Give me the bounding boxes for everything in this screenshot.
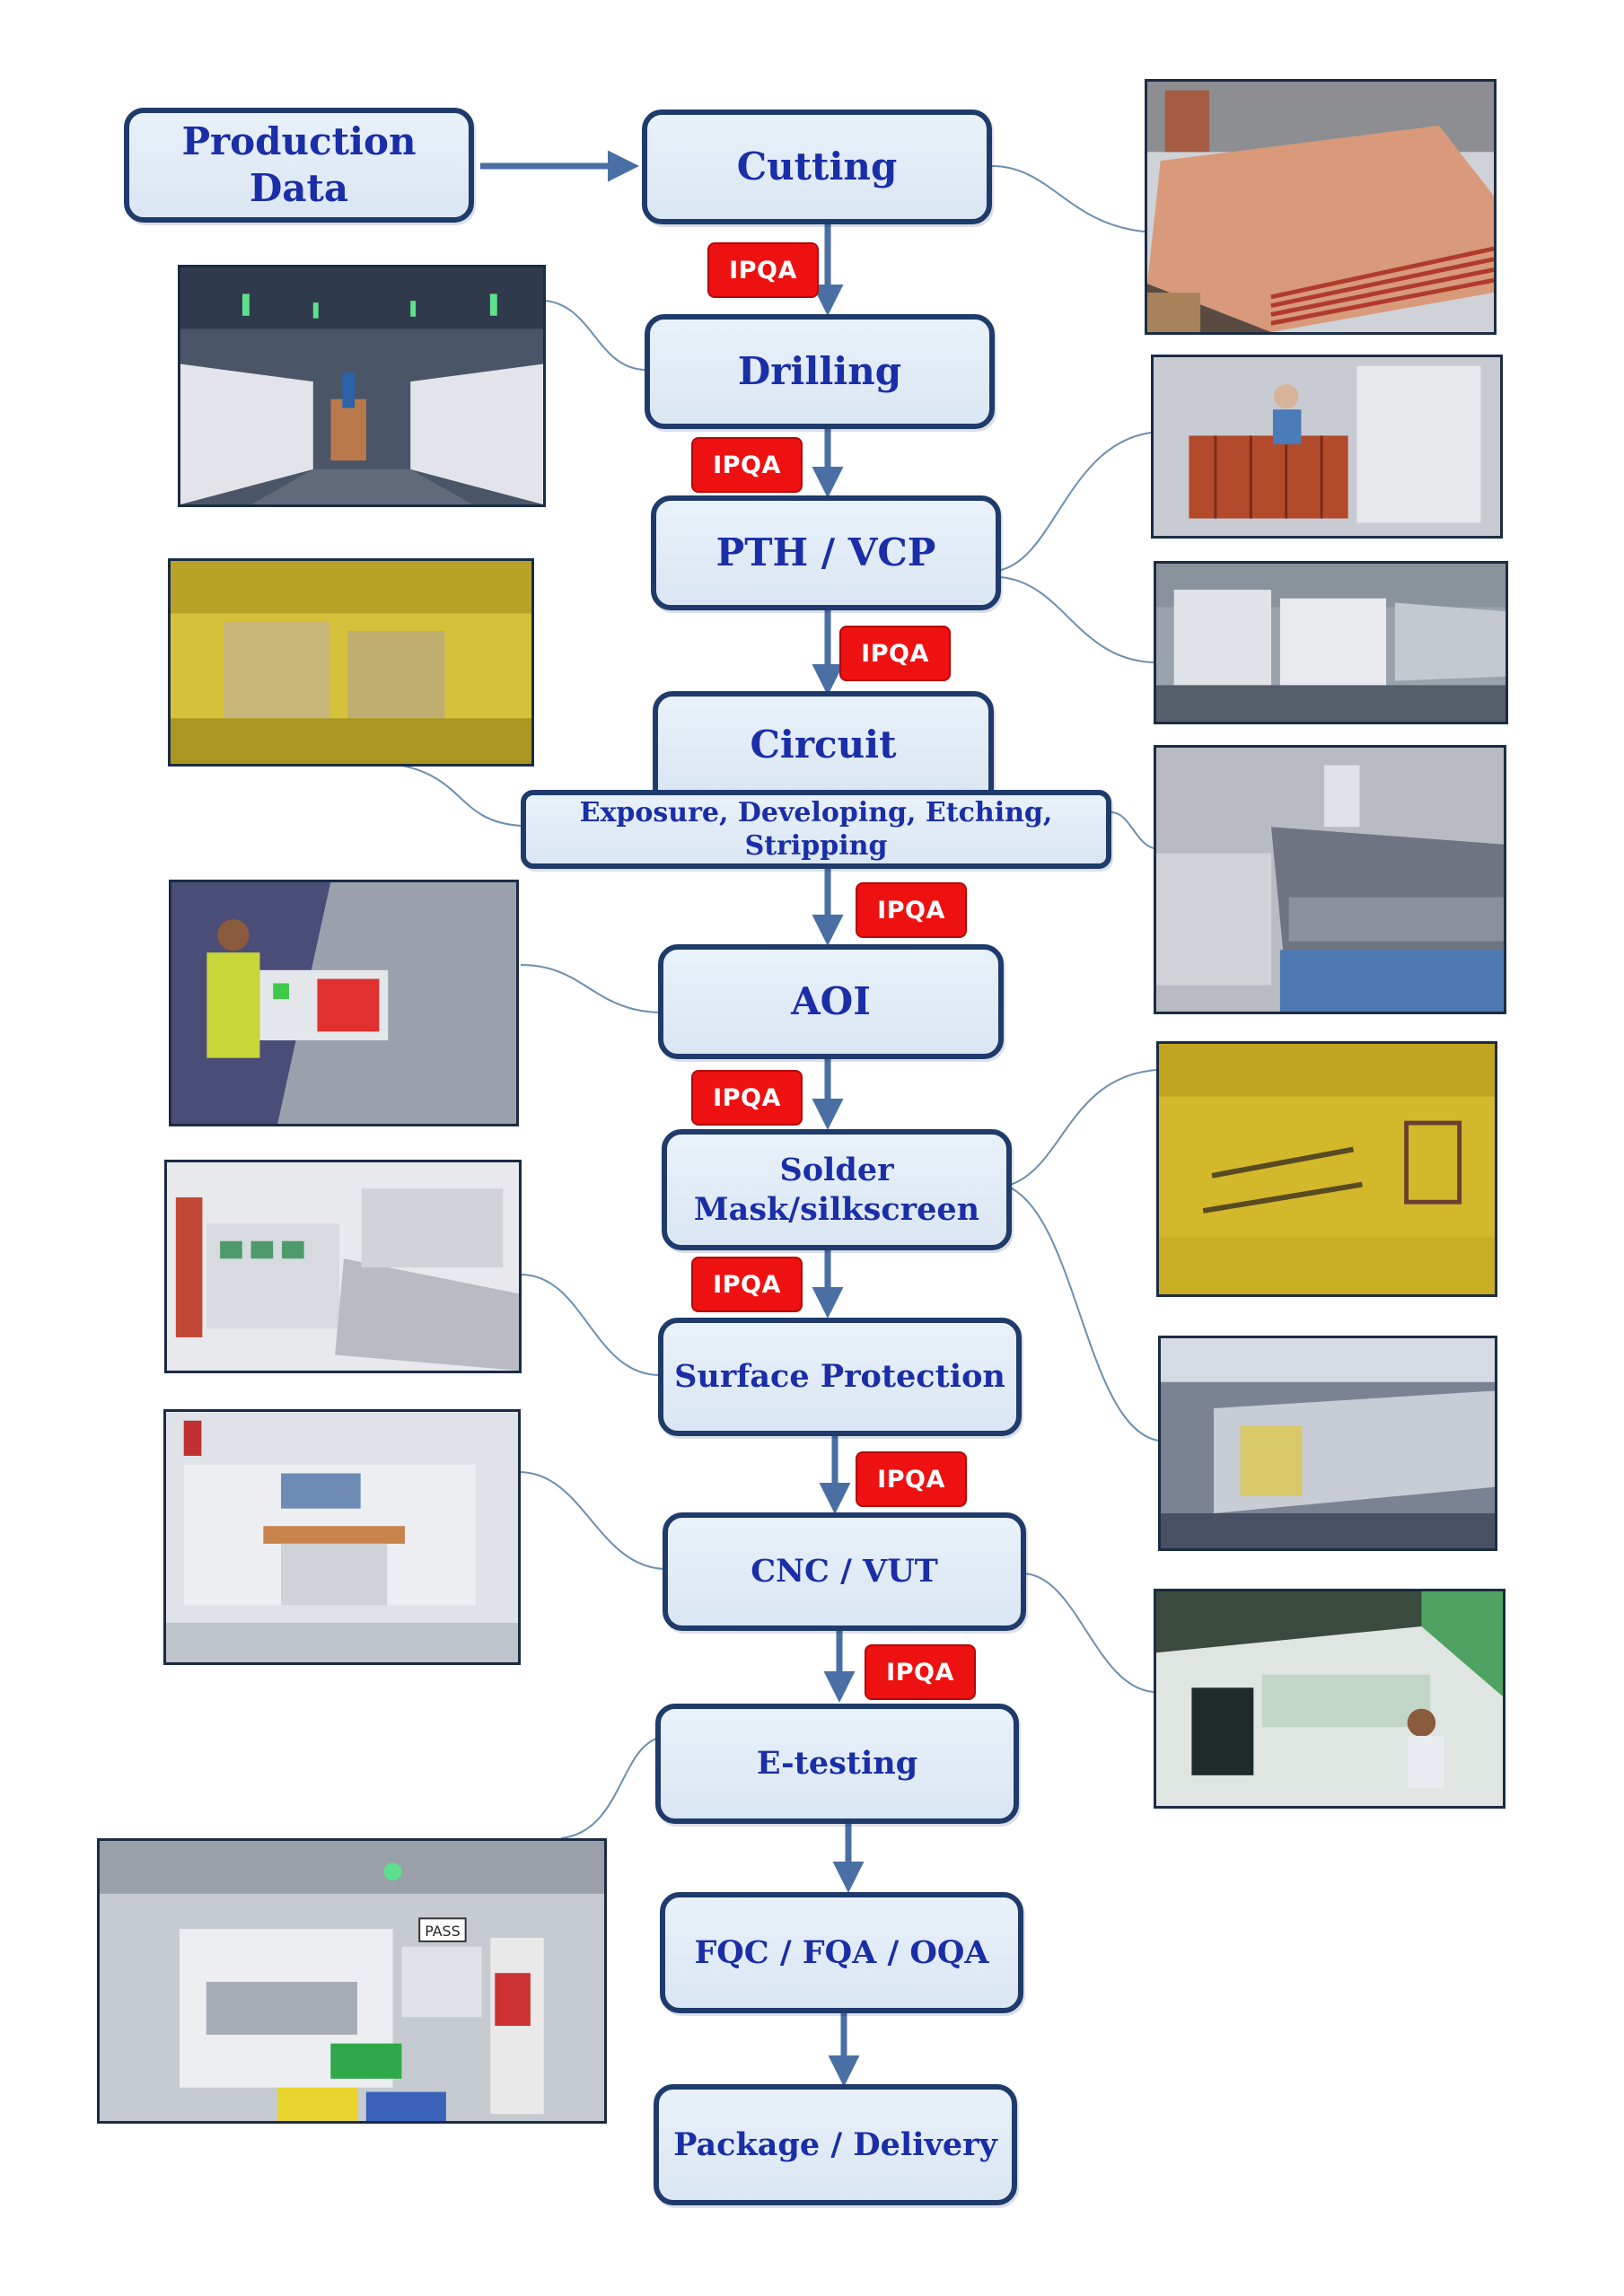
ipqa-badge: IPQA bbox=[856, 1451, 967, 1507]
step-cutting: Cutting bbox=[642, 110, 992, 224]
step-surface-protection-label: Surface Protection bbox=[674, 1358, 1005, 1396]
connector-cnc-right-photo bbox=[1023, 1573, 1154, 1693]
step-circuit-label: Circuit bbox=[750, 722, 897, 767]
step-circuit-sub: Exposure, Developing, Etching, Stripping bbox=[521, 790, 1111, 869]
photo-solder-mask-room bbox=[1156, 1041, 1497, 1297]
step-cnc-vut-label: CNC / VUT bbox=[751, 1553, 938, 1591]
step-circuit: Circuit bbox=[653, 691, 994, 799]
step-package-delivery: Package / Delivery bbox=[654, 2084, 1017, 2205]
photo-pth-line bbox=[1151, 355, 1503, 539]
step-solder-mask: Solder Mask/silkscreen bbox=[662, 1129, 1012, 1250]
step-drilling-label: Drilling bbox=[737, 348, 902, 393]
step-production-data-label: Production Data bbox=[181, 118, 417, 211]
photo-cnc-machine bbox=[163, 1409, 521, 1665]
connector-circuit-photo-right bbox=[1110, 811, 1154, 849]
connector-aoi-photo bbox=[520, 964, 659, 1013]
step-fqc-fqa-oqa: FQC / FQA / OQA bbox=[660, 1892, 1023, 2013]
photo-vcp-line bbox=[1154, 561, 1508, 724]
ipqa-badge: IPQA bbox=[839, 626, 951, 681]
step-aoi-label: AOI bbox=[791, 978, 871, 1023]
ipqa-badge: IPQA bbox=[691, 1070, 803, 1126]
connector-drilling-photo bbox=[544, 300, 645, 371]
step-drilling: Drilling bbox=[645, 314, 995, 429]
step-cutting-label: Cutting bbox=[736, 144, 898, 188]
step-pth-vcp: PTH / VCP bbox=[651, 495, 1001, 610]
ipqa-badge: IPQA bbox=[691, 437, 803, 493]
photo-copper-laminate bbox=[1145, 79, 1497, 335]
connector-pth-photo-1 bbox=[1000, 432, 1152, 571]
photo-surface-line bbox=[164, 1160, 522, 1373]
photo-e-testing-machine: PASS bbox=[97, 1838, 607, 2124]
step-pth-vcp-label: PTH / VCP bbox=[715, 530, 936, 574]
step-cnc-vut: CNC / VUT bbox=[663, 1512, 1026, 1631]
connector-cutting-photo bbox=[991, 165, 1146, 232]
connector-solder-photo-2 bbox=[1009, 1187, 1159, 1442]
photo-exposure-yellow-room bbox=[168, 558, 534, 767]
pass-sign-text: PASS bbox=[425, 1923, 460, 1940]
photo-curing-oven bbox=[1158, 1336, 1497, 1551]
connector-cnc-photo bbox=[518, 1471, 665, 1570]
connector-circuit-photo-left bbox=[385, 762, 522, 827]
step-e-testing-label: E-testing bbox=[756, 1745, 918, 1783]
ipqa-badge: IPQA bbox=[865, 1644, 976, 1700]
step-package-delivery-label: Package / Delivery bbox=[673, 2125, 997, 2163]
connector-solder-photo-1 bbox=[1009, 1069, 1157, 1186]
connector-etest-photo bbox=[560, 1736, 665, 1839]
photo-aoi-station bbox=[169, 880, 519, 1126]
photo-drilling-machines bbox=[178, 265, 546, 507]
step-fqc-fqa-oqa-label: FQC / FQA / OQA bbox=[694, 1933, 989, 1971]
photo-etching-line bbox=[1154, 745, 1506, 1014]
step-e-testing: E-testing bbox=[655, 1704, 1019, 1824]
step-surface-protection: Surface Protection bbox=[658, 1318, 1022, 1436]
step-solder-mask-line1: Solder bbox=[779, 1151, 894, 1188]
connector-pth-photo-2 bbox=[1000, 576, 1154, 663]
ipqa-badge: IPQA bbox=[707, 242, 819, 298]
photo-vcut-machines bbox=[1154, 1589, 1505, 1809]
connector-surface-photo bbox=[520, 1274, 659, 1376]
step-production-data: Production Data bbox=[124, 108, 474, 223]
step-circuit-sub-label: Exposure, Developing, Etching, Stripping bbox=[579, 796, 1053, 863]
ipqa-badge: IPQA bbox=[856, 882, 967, 938]
step-solder-mask-line2: Mask/silkscreen bbox=[693, 1190, 980, 1228]
step-aoi: AOI bbox=[658, 944, 1004, 1059]
ipqa-badge: IPQA bbox=[691, 1257, 803, 1312]
